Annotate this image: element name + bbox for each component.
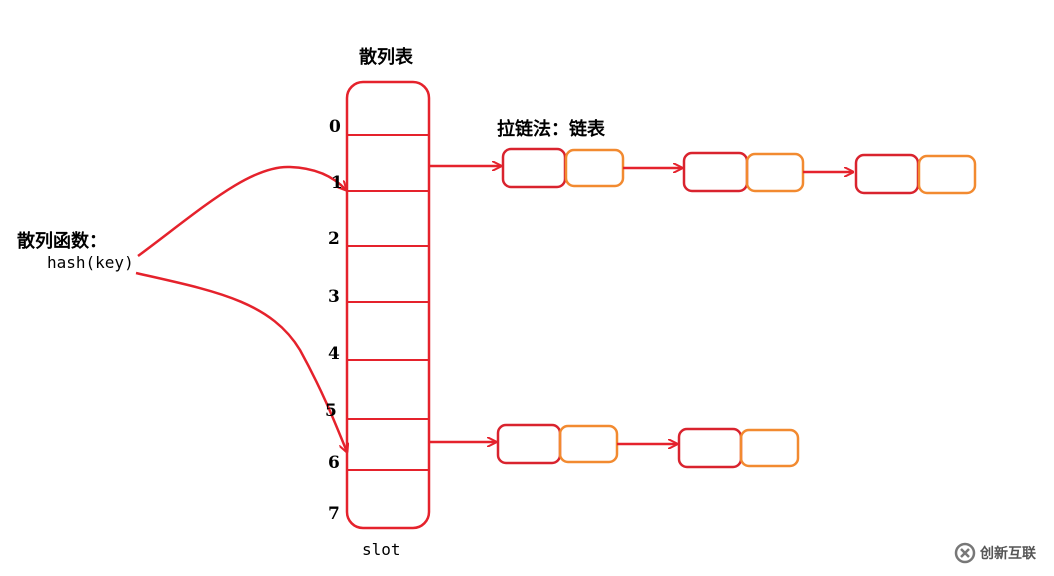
watermark-logo-icon [954, 542, 976, 564]
chain-1-node-3-next [917, 154, 977, 195]
chain-2-node-1-key [496, 423, 562, 465]
slot-index-0: 0 [329, 117, 341, 137]
slot-index-7: 7 [328, 504, 340, 524]
slot-index-2: 2 [328, 229, 340, 249]
slot-label: slot [362, 540, 401, 559]
slot-index-4: 4 [328, 344, 340, 364]
hash-table-box [345, 80, 431, 530]
slot-index-6: 6 [328, 453, 340, 473]
chain-1-node-1-key [501, 147, 567, 189]
chain-1-node-1-next [564, 148, 625, 188]
hash-arrow-to-slot-6 [135, 271, 347, 452]
watermark-text: 创新互联 [980, 546, 1036, 562]
hash-function-title: 散列函数： [17, 231, 107, 252]
slot-index-1: 1 [331, 173, 343, 193]
watermark: 创新互联 [954, 530, 1054, 576]
chain-2-node-1-next [558, 424, 619, 464]
slot-index-5: 5 [325, 401, 337, 421]
chain-1-node-2-key [682, 151, 749, 193]
chaining-title: 拉链法：链表 [497, 119, 605, 140]
hash-arrow-to-slot-1 [137, 165, 346, 258]
chain-2-node-2-next [739, 428, 800, 468]
slot-index-3: 3 [328, 287, 340, 307]
hash-function-expr: hash(key) [47, 253, 134, 272]
hash-table-title: 散列表 [359, 47, 413, 68]
chain-2-node-2-key [677, 427, 743, 469]
slot-dividers [347, 134, 430, 471]
chain-1-node-3-key [854, 153, 920, 195]
chain-1-node-2-next [745, 152, 805, 193]
